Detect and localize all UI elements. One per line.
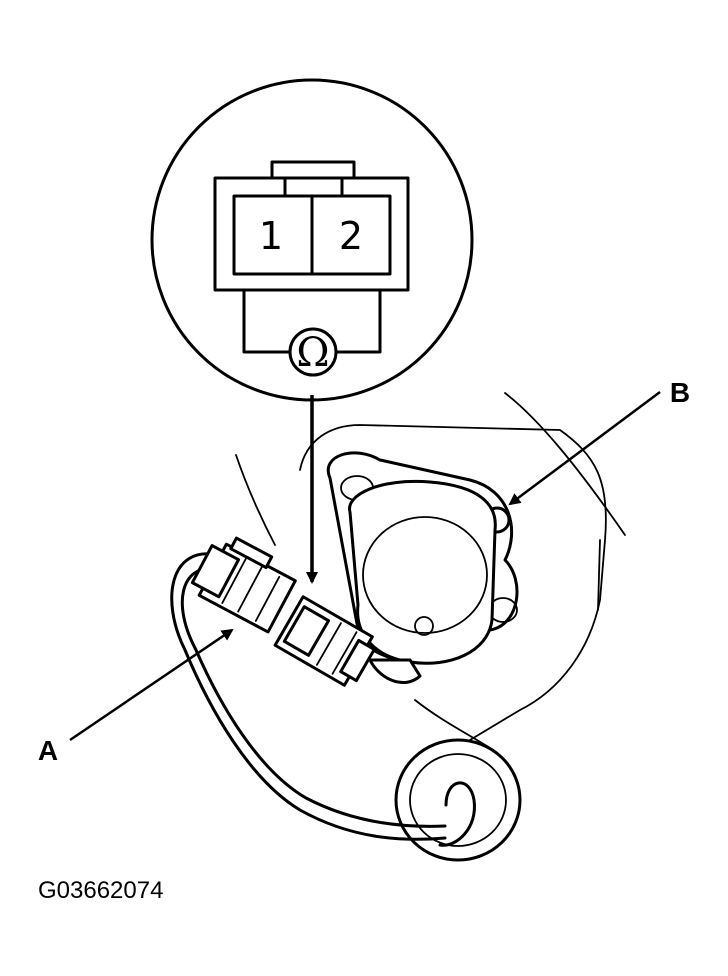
callout-b-label: B <box>670 377 690 408</box>
harness-connector-a <box>190 536 297 634</box>
grommet <box>394 738 522 862</box>
callout-b: B <box>508 377 690 506</box>
solenoid-valve-b <box>326 451 519 685</box>
connector-face: 1 2 <box>213 160 410 292</box>
figure-code: G03662074 <box>38 877 163 904</box>
connector-detail-inset: 1 2 Ω <box>150 78 474 402</box>
pin-1-label: 1 <box>259 214 283 258</box>
wire-harness <box>170 552 447 841</box>
valve-connector <box>273 595 376 687</box>
callout-a: A <box>38 628 234 766</box>
ohmmeter-leads: Ω <box>242 288 382 377</box>
callout-a-label: A <box>38 735 58 766</box>
ohm-symbol-label: Ω <box>296 330 329 376</box>
pin-2-label: 2 <box>339 214 363 258</box>
ohmmeter-symbol <box>288 327 338 377</box>
